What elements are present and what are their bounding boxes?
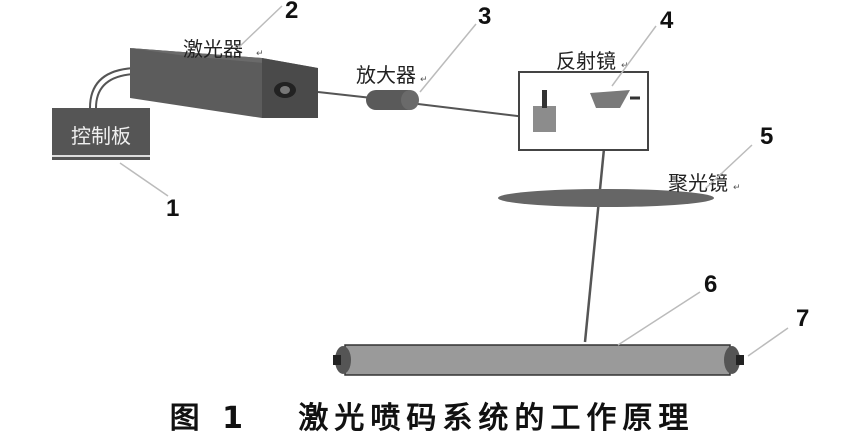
number-7: 7: [796, 305, 809, 332]
laser-label: 激光器: [183, 37, 243, 61]
figure-caption: 图 1 激光喷码系统的工作原理: [170, 401, 695, 436]
number-3: 3: [478, 3, 491, 30]
reflector-label: 反射镜: [556, 49, 616, 73]
amplifier-label: 放大器: [356, 63, 416, 87]
number-2: 2: [285, 0, 298, 24]
svg-text:↵: ↵: [256, 49, 264, 59]
number-6: 6: [704, 271, 717, 298]
number-5: 5: [760, 123, 773, 150]
laser-box: [130, 48, 318, 118]
roller: [333, 344, 744, 376]
reflector-box: [518, 71, 649, 151]
condenser-label: 聚光镜: [668, 171, 728, 195]
svg-text:↵: ↵: [621, 61, 629, 71]
control-board-label: 控制板: [71, 124, 131, 148]
svg-text:↵: ↵: [733, 183, 741, 193]
control-cables: [89, 67, 136, 109]
leader-lines: [119, 5, 789, 357]
number-4: 4: [660, 7, 674, 34]
amplifier: [366, 90, 419, 110]
svg-text:↵: ↵: [420, 75, 428, 85]
number-1: 1: [166, 195, 179, 222]
condenser-lens: [498, 189, 714, 207]
control-board: 控制板: [52, 108, 150, 160]
